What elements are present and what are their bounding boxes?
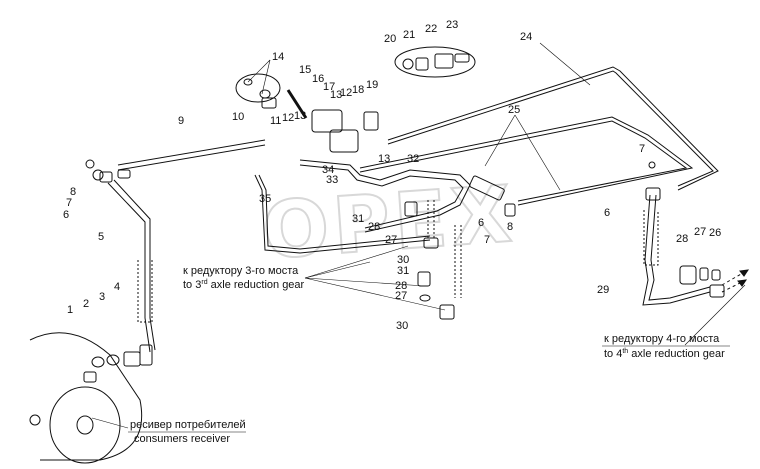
axle4-label-en: to 4th axle reduction gear xyxy=(604,348,725,360)
fittings-1-4 xyxy=(91,344,153,368)
callout-17: 17 xyxy=(323,81,335,93)
fittings-26-28 xyxy=(679,265,725,298)
callout-18: 18 xyxy=(352,84,364,96)
callout-32: 32 xyxy=(407,153,419,165)
callout-8a: 8 xyxy=(70,186,76,198)
callout-16: 16 xyxy=(312,73,324,85)
callout-28c: 28 xyxy=(676,233,688,245)
receiver-label-ru: ресивер потребителей xyxy=(130,419,246,431)
fittings-left xyxy=(85,159,131,183)
pipe-25 xyxy=(359,116,694,206)
plate-10 xyxy=(235,73,281,109)
callout-24: 24 xyxy=(520,31,532,43)
callout-2: 2 xyxy=(83,298,89,310)
callout-34: 34 xyxy=(322,164,334,176)
axle3-label-en: to 3rd axle reduction gear xyxy=(183,279,305,291)
callout-23: 23 xyxy=(446,19,458,31)
pipe-loop xyxy=(254,159,471,254)
callout-13b: 13 xyxy=(330,89,342,101)
callout-9: 9 xyxy=(178,115,184,127)
callout-27a: 27 xyxy=(385,234,397,246)
watermark: OPEX xyxy=(260,170,519,277)
hose-29 xyxy=(642,194,711,306)
callout-28a: 28 xyxy=(368,221,380,233)
callout-14: 14 xyxy=(272,51,284,63)
callout-6a: 6 xyxy=(63,209,69,221)
callout-8b: 8 xyxy=(507,221,513,233)
captions: к редуктору 3-го моста to 3rd axle reduc… xyxy=(128,265,730,445)
callout-25: 25 xyxy=(508,104,520,116)
callout-30b: 30 xyxy=(396,320,408,332)
fittings-right xyxy=(469,161,661,217)
callout-22: 22 xyxy=(425,23,437,35)
callout-30a: 30 xyxy=(397,254,409,266)
hose-31 xyxy=(427,200,462,298)
fittings-20-23 xyxy=(394,46,476,78)
callout-7c: 7 xyxy=(639,143,645,155)
callout-1: 1 xyxy=(67,304,73,316)
callout-31b: 31 xyxy=(397,265,409,277)
callout-33: 33 xyxy=(326,174,338,186)
receiver-tank xyxy=(29,332,143,464)
callout-13a: 13 xyxy=(294,110,306,122)
callout-12b: 12 xyxy=(340,87,352,99)
callout-19: 19 xyxy=(366,79,378,91)
callout-29: 29 xyxy=(597,284,609,296)
pipe-9 xyxy=(117,139,266,171)
callout-27c: 27 xyxy=(694,226,706,238)
callout-13c: 13 xyxy=(378,153,390,165)
hose-5 xyxy=(107,179,156,353)
callout-3: 3 xyxy=(99,291,105,303)
leader-lines xyxy=(91,42,746,429)
callout-26: 26 xyxy=(709,227,721,239)
valve-assembly xyxy=(286,89,379,153)
callout-6c: 6 xyxy=(604,207,610,219)
callout-10: 10 xyxy=(232,111,244,123)
callout-labels: 1 2 3 4 5 6 7 8 9 10 14 15 16 11 12 13 1… xyxy=(63,19,721,332)
callout-35: 35 xyxy=(259,193,271,205)
callout-12a: 12 xyxy=(282,112,294,124)
receiver-label-en: consumers receiver xyxy=(134,433,230,445)
callout-28b: 28 xyxy=(395,280,407,292)
callout-7b: 7 xyxy=(484,234,490,246)
callout-6b: 6 xyxy=(478,217,484,229)
callout-21: 21 xyxy=(403,29,415,41)
callout-15: 15 xyxy=(299,64,311,76)
callout-4: 4 xyxy=(114,281,120,293)
callout-5: 5 xyxy=(98,231,104,243)
callout-31a: 31 xyxy=(352,213,364,225)
axle3-label-ru: к редуктору 3-го моста xyxy=(183,265,299,277)
callout-11: 11 xyxy=(270,115,281,127)
pipe-24 xyxy=(387,66,719,191)
callout-20: 20 xyxy=(384,33,396,45)
callout-7a: 7 xyxy=(66,197,72,209)
axle4-label-ru: к редуктору 4-го моста xyxy=(604,333,720,345)
outlet-arrows xyxy=(721,269,750,293)
callout-27b: 27 xyxy=(395,290,407,302)
